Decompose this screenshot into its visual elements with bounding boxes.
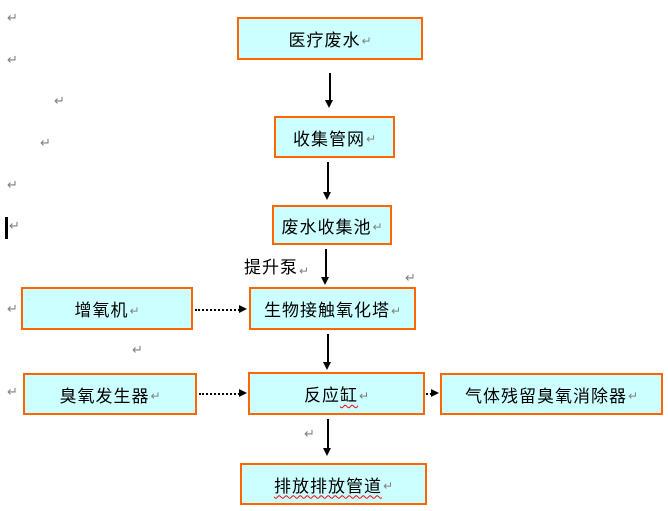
flow-node-label: 臭氧发生器: [59, 386, 150, 406]
dotted-arrow-shaft: [195, 308, 240, 311]
flow-node-collection-network[interactable]: 收集管网↵: [274, 116, 395, 158]
arrow-head-right-icon: [431, 389, 439, 397]
arrow-down-tower-to-tank[interactable]: [323, 334, 332, 370]
paragraph-mark-icon: ↵: [405, 270, 416, 285]
paragraph-mark-icon: ↵: [382, 479, 394, 493]
flow-node-bio-contact-oxidation-tower[interactable]: 生物接触氧化塔↵: [249, 287, 416, 330]
arrow-down-network-to-pool[interactable]: [323, 162, 332, 200]
paragraph-mark-icon: ↵: [54, 93, 65, 108]
arrow-shaft: [324, 249, 327, 278]
paragraph-mark-icon: ↵: [627, 389, 639, 403]
flow-node-gas-residual-ozone-eliminator[interactable]: 气体残留臭氧消除器↵: [440, 373, 663, 415]
arrow-head-down-icon: [325, 100, 333, 108]
arrow-head-down-icon: [323, 362, 331, 370]
paragraph-mark-icon: ↵: [304, 426, 315, 441]
paragraph-mark-icon: ↵: [361, 33, 372, 48]
flow-node-reaction-tank[interactable]: 反应缸↵: [248, 372, 425, 415]
edge-label-text: 提升泵: [244, 258, 298, 277]
arrow-shaft: [326, 162, 329, 193]
dotted-arrow-tank-to-eliminator[interactable]: [426, 389, 439, 398]
edge-label-lift-pump: 提升泵↵: [244, 253, 309, 278]
paragraph-mark-icon: ↵: [7, 301, 18, 316]
dotted-arrow-ozone-to-tank[interactable]: [199, 389, 247, 398]
arrow-head-right-icon: [239, 389, 247, 397]
paragraph-mark-icon: ↵: [365, 132, 377, 146]
paragraph-mark-icon: ↵: [299, 264, 310, 278]
text-cursor: [5, 217, 8, 239]
paragraph-mark-icon: ↵: [150, 389, 161, 403]
dotted-arrow-aerator-to-tower[interactable]: [195, 305, 247, 314]
paragraph-mark-icon: ↵: [7, 52, 18, 67]
paragraph-mark-icon: ↵: [372, 220, 383, 234]
arrow-head-down-icon: [323, 192, 331, 200]
flow-node-label: 增氧机: [74, 301, 129, 320]
flow-node-label: 生物接触氧化塔: [263, 301, 390, 320]
flow-node-ozone-generator[interactable]: 臭氧发生器↵: [23, 373, 197, 415]
arrow-head-down-icon: [323, 448, 331, 456]
paragraph-mark-icon: ↵: [358, 388, 370, 403]
paragraph-mark-icon: ↵: [390, 303, 402, 318]
flow-node-wastewater-collection-pool[interactable]: 废水收集池↵: [272, 205, 392, 245]
flow-node-label: 废水收集池: [281, 217, 372, 237]
arrow-shaft: [326, 334, 329, 363]
arrow-down-pool-to-tower[interactable]: [321, 249, 330, 285]
arrow-down-medical-to-network[interactable]: [325, 73, 334, 108]
paragraph-mark-icon: ↵: [7, 177, 18, 192]
dotted-arrow-shaft: [426, 392, 432, 395]
spellcheck-flagged-text: 缸: [339, 386, 358, 405]
arrow-shaft: [328, 73, 331, 101]
paragraph-mark-icon: ↵: [7, 384, 18, 399]
paragraph-mark-icon: ↵: [132, 342, 143, 357]
arrow-head-down-icon: [321, 277, 329, 285]
flow-node-medical-wastewater[interactable]: 医疗废水↵: [237, 17, 423, 60]
flow-node-label: 反应: [303, 386, 340, 405]
flow-node-discharge-pipeline[interactable]: 排放排放管道↵: [240, 463, 427, 505]
flow-node-label: 收集管网: [292, 129, 365, 149]
arrow-head-right-icon: [239, 305, 247, 313]
paragraph-mark-icon: ↵: [7, 10, 18, 25]
paragraph-mark-icon: ↵: [129, 303, 140, 318]
flow-node-label: 气体残留臭氧消除器: [464, 386, 627, 406]
arrow-shaft: [326, 419, 329, 449]
paragraph-mark-icon: ↵: [40, 135, 51, 150]
spellcheck-flagged-text: 排放排放管道: [273, 476, 382, 496]
flow-node-aerator[interactable]: 增氧机↵: [21, 287, 193, 330]
flow-node-label: 医疗废水: [288, 31, 361, 50]
dotted-arrow-shaft: [199, 392, 240, 395]
paragraph-mark-icon: ↵: [9, 218, 20, 233]
arrow-down-tank-to-pipeline[interactable]: [323, 419, 332, 456]
